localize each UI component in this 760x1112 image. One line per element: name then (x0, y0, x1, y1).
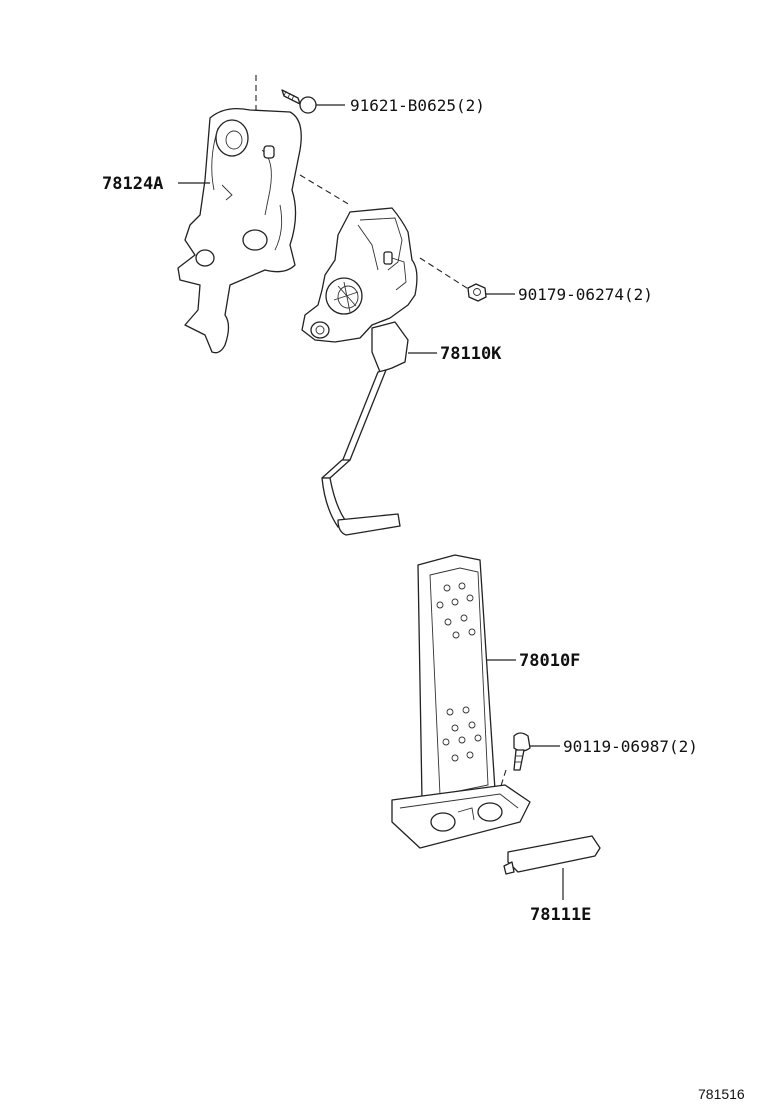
bolt-90119-icon (513, 732, 531, 771)
label-arm-78110k: 78110K (440, 344, 502, 364)
pedal-arm-78110k-icon (301, 207, 418, 536)
figure-number: 781516 (698, 1086, 745, 1102)
label-nut-90179: 90179-06274(2) (518, 285, 653, 304)
bracket-78124a-icon (177, 107, 302, 354)
label-pedal-78010f: 78010F (519, 651, 580, 671)
bolt-91621-icon (281, 89, 317, 114)
leader-lines (178, 104, 564, 900)
pedal-pad-78010f-icon (391, 554, 531, 849)
label-bolt-91621: 91621-B0625(2) (350, 96, 485, 115)
cover-78111e-icon (503, 835, 601, 875)
label-cover-78111e: 78111E (530, 905, 591, 925)
label-bracket-78124a: 78124A (102, 174, 163, 194)
label-bolt-90119: 90119-06987(2) (563, 737, 698, 756)
nut-90179-icon (467, 283, 487, 302)
